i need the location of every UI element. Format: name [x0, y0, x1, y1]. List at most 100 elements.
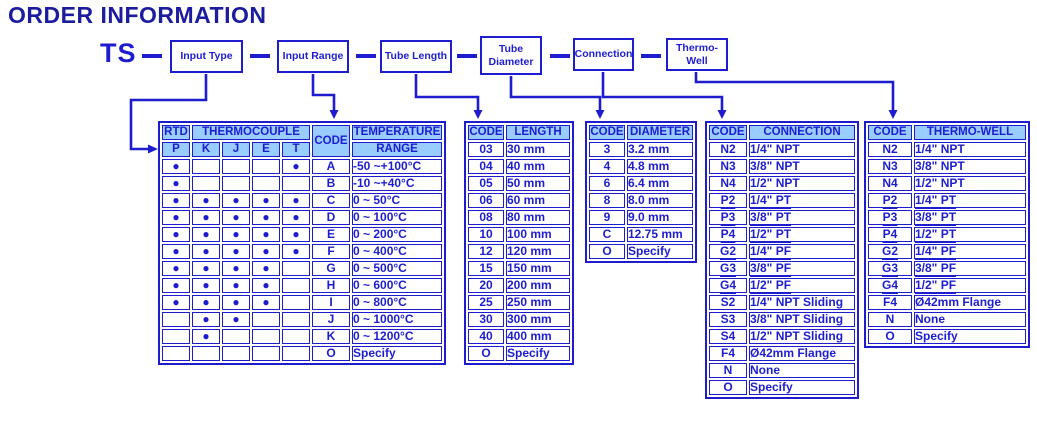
value-cell: 1/4" PT: [914, 193, 1026, 208]
code-cell: G4: [868, 278, 912, 293]
flow-box-thermo-well: Thermo-Well: [666, 38, 728, 71]
range-cell: 0 ~ 50°C: [352, 193, 442, 208]
value-cell: 3/8" PF: [914, 261, 1026, 276]
code-cell: K: [312, 329, 350, 344]
value-cell: Ø42mm Flange: [749, 346, 855, 361]
code-cell: 12: [468, 244, 504, 259]
range-cell: 0 ~ 500°C: [352, 261, 442, 276]
value-cell: 30 mm: [506, 142, 570, 157]
sensor-column-header: J: [222, 142, 250, 157]
connector-thermo-well: [694, 72, 895, 110]
value-cell: 300 mm: [506, 312, 570, 327]
availability-dot-icon: ●: [222, 261, 250, 276]
empty-cell: [282, 261, 310, 276]
empty-cell: [222, 346, 250, 361]
value-cell: 1/4" NPT Sliding: [749, 295, 855, 310]
range-cell: 0 ~ 1200°C: [352, 329, 442, 344]
code-cell: N3: [868, 159, 912, 174]
code-cell: O: [709, 380, 747, 395]
code-cell: 08: [468, 210, 504, 225]
availability-dot-icon: ●: [222, 244, 250, 259]
code-cell: 20: [468, 278, 504, 293]
code-column-header: CODE: [868, 125, 912, 140]
code-cell: C: [589, 227, 625, 242]
code-cell: 03: [468, 142, 504, 157]
empty-cell: [192, 159, 220, 174]
code-cell: 30: [468, 312, 504, 327]
sensor-column-header: K: [192, 142, 220, 157]
availability-dot-icon: ●: [282, 244, 310, 259]
availability-dot-icon: ●: [222, 193, 250, 208]
dash-connector: [550, 54, 570, 58]
empty-cell: [222, 159, 250, 174]
empty-cell: [282, 278, 310, 293]
code-cell: 25: [468, 295, 504, 310]
code-cell: 6: [589, 176, 625, 191]
thermocouple-group-header: THERMOCOUPLE: [192, 125, 310, 140]
range-column-header-line2: RANGE: [352, 142, 442, 157]
arrowhead-icon: [595, 110, 605, 119]
availability-dot-icon: ●: [192, 329, 220, 344]
value-cell: 1/2" NPT: [749, 176, 855, 191]
value-cell: 9.0 mm: [627, 210, 693, 225]
value-cell: 3/8" NPT: [749, 159, 855, 174]
table-row: ●B-10 ~+40°C: [162, 176, 442, 191]
code-cell: N2: [868, 142, 912, 157]
code-cell: P2: [868, 193, 912, 208]
value-cell: 120 mm: [506, 244, 570, 259]
availability-dot-icon: ●: [222, 278, 250, 293]
empty-cell: [162, 346, 190, 361]
flow-box-label: Connection: [574, 48, 633, 61]
availability-dot-icon: ●: [192, 261, 220, 276]
range-cell: 0 ~ 400°C: [352, 244, 442, 259]
code-cell: G4: [709, 278, 747, 293]
code-cell: 40: [468, 329, 504, 344]
empty-cell: [282, 312, 310, 327]
empty-cell: [162, 329, 190, 344]
value-cell: 1/4" PT: [749, 193, 855, 208]
value-cell: 3/8" NPT: [914, 159, 1026, 174]
value-cell: 60 mm: [506, 193, 570, 208]
empty-cell: [282, 329, 310, 344]
value-cell: 40 mm: [506, 159, 570, 174]
code-cell: A: [312, 159, 350, 174]
empty-cell: [252, 159, 280, 174]
value-cell: 3/8" NPT Sliding: [749, 312, 855, 327]
empty-cell: [222, 329, 250, 344]
value-cell: 50 mm: [506, 176, 570, 191]
code-column-header: CODE: [468, 125, 504, 140]
availability-dot-icon: ●: [282, 227, 310, 242]
range-cell: 0 ~ 800°C: [352, 295, 442, 310]
code-cell: O: [868, 329, 912, 344]
flow-box-input-range: Input Range: [277, 40, 349, 73]
